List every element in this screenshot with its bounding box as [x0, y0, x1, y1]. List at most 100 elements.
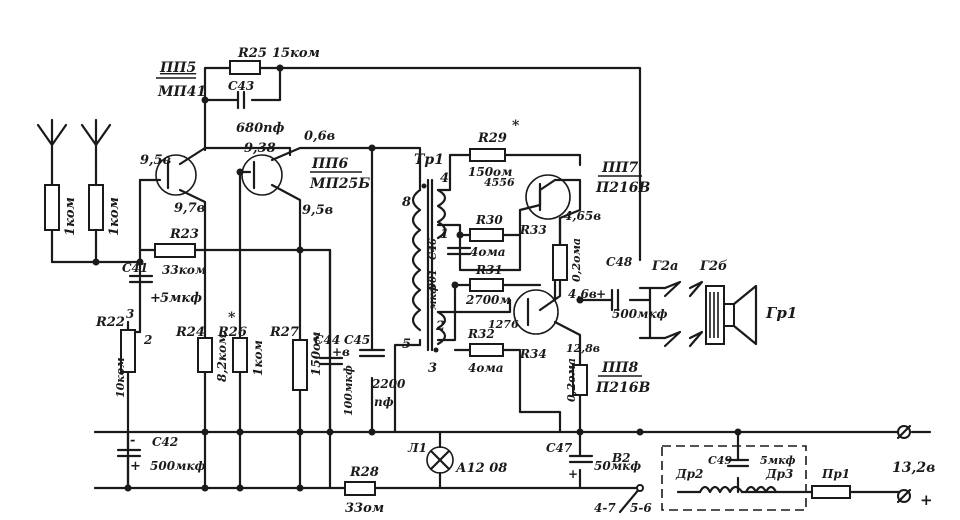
- pp7-ref: ПП7: [601, 160, 638, 176]
- r27-ref: R27: [269, 325, 299, 340]
- transistor-pp6: [241, 154, 283, 196]
- transistor-pp8: [513, 289, 559, 335]
- r34-value: 0,2ома: [565, 358, 578, 402]
- pp5-ref: ПП5: [159, 60, 196, 76]
- junction-dots: [92, 64, 742, 492]
- r22-pin-3: 3: [126, 307, 134, 321]
- r25-ref: R25: [237, 46, 267, 61]
- voltage-pp6-collector: 0,6в: [304, 129, 335, 144]
- capacitor-c44: [318, 248, 344, 434]
- supply-plus: +: [920, 491, 933, 509]
- r22-pin-2: 2: [143, 333, 152, 347]
- resistor-r31: [469, 278, 504, 292]
- r30-ref: R30: [475, 213, 503, 227]
- tr1-ref: Тр1: [414, 152, 444, 168]
- resistor-r34: [572, 364, 588, 396]
- voltage-labels: 9,5в 9,7в 9,38 0,6в 9,5в 4556 4,65в 4,6в…: [140, 129, 935, 476]
- resistor-r28: [344, 481, 376, 496]
- resistor-r29: [469, 148, 506, 162]
- resistor-r33: [552, 244, 568, 281]
- c41-value: 5мкф: [160, 291, 202, 306]
- c42-ref: C42: [152, 435, 178, 449]
- c45-unit: пф: [374, 395, 394, 409]
- c46-ref: C46: [428, 238, 439, 260]
- jack-g2b: [688, 280, 704, 348]
- c42-value: 500мкф: [150, 459, 206, 473]
- r22-value: 10ком: [114, 357, 127, 398]
- r32-value: 4ома: [468, 361, 504, 375]
- c48-ref: C48: [606, 255, 633, 269]
- c44-ref: C44: [314, 333, 340, 347]
- switch-pos-a: 4-7: [594, 501, 616, 515]
- filter-box: [661, 445, 807, 511]
- c45-ref: C45: [344, 333, 370, 347]
- r29-ref: R29: [477, 131, 507, 146]
- c49-value: 5мкф: [760, 454, 796, 467]
- r24-ref: R24: [175, 325, 205, 340]
- jack-g2a-label: Г2а: [651, 259, 678, 274]
- c44-plus: +в: [332, 345, 350, 359]
- tr1-pin-1: 1: [440, 227, 449, 242]
- switch-b2: [636, 484, 644, 492]
- capacitor-c45: [358, 348, 386, 358]
- pp8-ref: ПП8: [601, 360, 638, 376]
- voltage-pp6-base: 9,38: [244, 141, 276, 156]
- pp6-type: МП25Б: [309, 176, 370, 192]
- resistor-r24: [197, 337, 213, 373]
- c45-value: 2200: [371, 377, 406, 391]
- pp8-type: П216В: [595, 380, 650, 396]
- resistor-r32: [469, 343, 504, 357]
- r25-value: 15ком: [272, 46, 320, 61]
- r33-value: 0,2ома: [570, 238, 583, 282]
- capacitor-c46: [446, 246, 472, 256]
- capacitor-c49: [726, 458, 750, 468]
- transistor-pp7: [525, 174, 571, 220]
- choke-dr3: [744, 485, 778, 494]
- antenna-resistor-1: 1ком: [44, 163, 78, 264]
- r22-ref: R22: [95, 315, 125, 330]
- voltage-pp8-collector: 4,6в: [568, 287, 597, 301]
- lamp-ref: Л1: [407, 441, 427, 455]
- voltage-pp6-emitter: 9,5в: [302, 203, 333, 218]
- choke-dr2: [698, 485, 744, 494]
- switch-pos-b: 5-6: [630, 501, 652, 515]
- antenna-left: [36, 118, 68, 167]
- speaker-gr1: [705, 284, 758, 346]
- r24-value: 8,2ком: [215, 334, 229, 382]
- c41-ref: C41: [122, 261, 148, 275]
- antenna-right: [80, 118, 112, 167]
- resistor-r27: [292, 339, 308, 391]
- capacitor-c43: [236, 90, 246, 110]
- r31-value: 2700м: [465, 293, 511, 307]
- supply-terminals: [896, 424, 932, 504]
- c48-plus: +: [596, 287, 606, 301]
- voltage-pp8-base: 1276: [488, 318, 519, 331]
- tr1-pin-4: 4: [440, 171, 449, 186]
- r28-value: 33ом: [345, 501, 384, 516]
- c47-value: 50мкф: [594, 459, 641, 473]
- resistor-r22: [120, 329, 136, 373]
- fuse-pr1: [811, 485, 851, 499]
- r30-value: 4ома: [470, 245, 506, 259]
- voltage-pp8-emitter: 12,8в: [566, 342, 600, 355]
- tr1-pin-5: 5: [402, 337, 411, 352]
- transistor-pp5: [155, 154, 197, 196]
- tr1-pin-2: 2: [435, 319, 445, 334]
- capacitor-c41: [128, 274, 154, 284]
- capacitor-c42: [116, 430, 142, 490]
- switch-ref: В2: [611, 451, 631, 465]
- c43-value: 680пф: [236, 121, 285, 136]
- pp7-type: П216В: [595, 180, 650, 196]
- c49-ref: C49: [708, 454, 732, 467]
- choke-dr2-label: Др2: [675, 467, 703, 481]
- capacitor-c47: [568, 454, 594, 464]
- r28-ref: R28: [349, 465, 379, 480]
- pp5-type: МП41: [157, 84, 206, 100]
- resistor-r23: [154, 243, 196, 258]
- speaker-label: Гр1: [765, 304, 797, 322]
- choke-dr3-label: Др3: [765, 467, 793, 481]
- tr1-pin-8: 8: [402, 195, 411, 210]
- c43-ref: C43: [228, 79, 254, 93]
- r26-value: 1ком: [251, 340, 265, 376]
